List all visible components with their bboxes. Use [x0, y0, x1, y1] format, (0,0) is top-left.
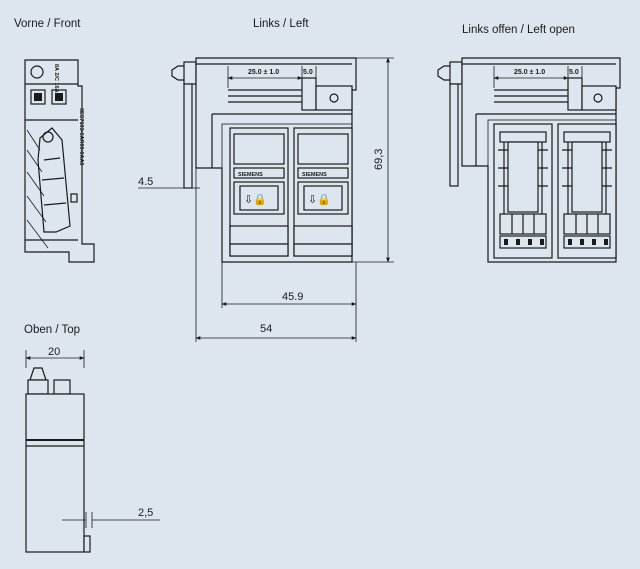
- open-dim-5: 5.0: [569, 69, 579, 76]
- view-title-front: Vorne / Front: [14, 18, 81, 30]
- dim-54: 54: [260, 323, 272, 335]
- module-1-label: SIEMENS: [238, 172, 263, 178]
- dim-45-9: 45.9: [282, 291, 303, 303]
- dim-2-5: 2,5: [138, 507, 153, 519]
- front-code-text: 6ES7193-6AR00-0AA0: [78, 108, 84, 165]
- front-view: 8A 2/C 16A 6ES7193-6AR00-0AA0: [24, 59, 95, 263]
- module-1-icon: ⇩🔒: [244, 193, 267, 206]
- front-rating-text: 8A 2/C 16A: [53, 64, 59, 93]
- dim-4-5: 4.5: [138, 176, 153, 188]
- view-title-left-open: Links offen / Left open: [462, 24, 575, 36]
- module-2-label: SIEMENS: [302, 172, 327, 178]
- dim-25: 25.0 ± 1.0: [248, 69, 279, 76]
- dim-5: 5.0: [303, 69, 313, 76]
- open-dim-25: 25.0 ± 1.0: [514, 69, 545, 76]
- dim-69-3: 69,3: [373, 149, 385, 170]
- view-title-left: Links / Left: [253, 18, 309, 30]
- left-open-view: 25.0 ± 1.0 5.0: [437, 57, 621, 263]
- view-title-top: Oben / Top: [24, 324, 80, 336]
- module-2-icon: ⇩🔒: [308, 193, 331, 206]
- top-view: 20 2,5: [25, 346, 160, 553]
- left-view: SIEMENS ⇩🔒 SIEMENS ⇩🔒 25.0 ± 1.0 5.0 69,…: [138, 57, 394, 342]
- dim-20: 20: [48, 346, 60, 358]
